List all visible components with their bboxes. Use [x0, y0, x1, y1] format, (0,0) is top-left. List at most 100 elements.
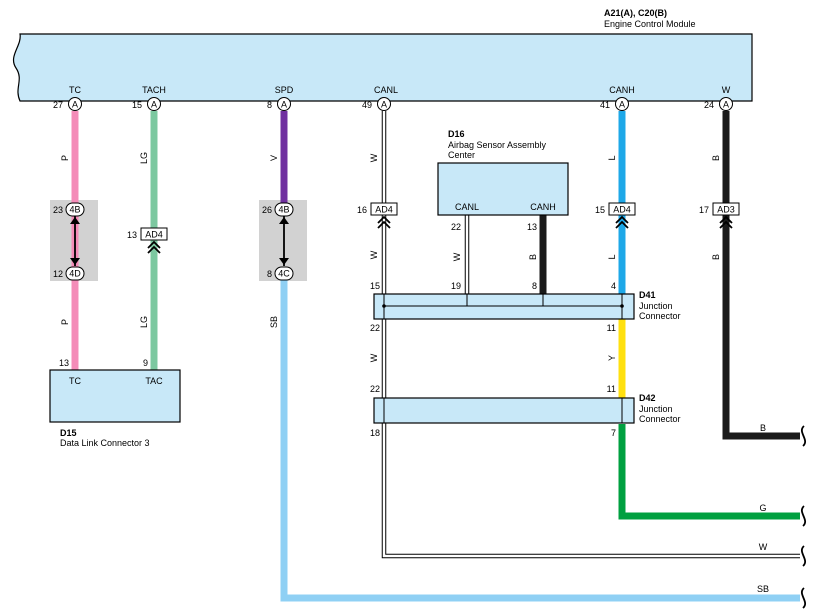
svg-text:17: 17 [699, 205, 709, 215]
svg-text:22: 22 [451, 222, 461, 232]
svg-text:15: 15 [370, 281, 380, 291]
svg-text:Connector: Connector [639, 311, 681, 321]
ecm-pin-label-tc: TC [69, 85, 81, 95]
wire-canl-inner [382, 111, 800, 558]
svg-text:Y: Y [607, 355, 617, 361]
svg-text:41: 41 [600, 100, 610, 110]
svg-text:L: L [607, 155, 617, 160]
svg-text:8: 8 [267, 269, 272, 279]
svg-text:D42: D42 [639, 393, 656, 403]
svg-text:8: 8 [532, 281, 537, 291]
wire-g [618, 424, 800, 520]
svg-text:49: 49 [362, 100, 372, 110]
wires [71, 111, 800, 602]
svg-text:9: 9 [143, 358, 148, 368]
svg-text:W: W [452, 252, 462, 261]
svg-text:AD4: AD4 [375, 205, 393, 215]
canl-ad4-connector: AD4 16 [357, 202, 398, 229]
svg-text:LG: LG [139, 316, 149, 328]
spd-inline-connector: 4B 26 4C 8 [262, 202, 294, 281]
svg-text:18: 18 [370, 428, 380, 438]
svg-text:4B: 4B [69, 205, 80, 215]
ecm-module: A21(A), C20(B) Engine Control Module TC … [12, 8, 753, 102]
svg-text:13: 13 [127, 230, 137, 240]
svg-text:TC: TC [69, 376, 81, 386]
wire-break-marks [800, 425, 807, 609]
svg-text:D15: D15 [60, 428, 77, 438]
wire-spd-lower [280, 279, 800, 602]
svg-text:15: 15 [132, 100, 142, 110]
tc-inline-connector: 4B 23 4D 12 [53, 202, 85, 281]
svg-text:27: 27 [53, 100, 63, 110]
svg-text:Data Link Connector 3: Data Link Connector 3 [60, 438, 150, 448]
svg-text:L: L [607, 254, 617, 259]
tach-ad4-connector: AD4 13 [127, 227, 168, 254]
ecm-pin-label-spd: SPD [275, 85, 294, 95]
svg-text:22: 22 [370, 323, 380, 333]
svg-text:11: 11 [607, 323, 616, 333]
svg-text:A: A [723, 100, 729, 110]
svg-text:V: V [269, 155, 279, 161]
svg-text:W: W [369, 250, 379, 259]
svg-text:SB: SB [269, 316, 279, 328]
canh-ad4-connector: AD4 15 [595, 202, 636, 229]
svg-text:AD4: AD4 [613, 205, 631, 215]
ecm-code: A21(A), C20(B) [604, 8, 667, 18]
d16-airbag-sensor: D16 Airbag Sensor Assembly Center CANL C… [437, 129, 569, 232]
output-label-w: W [759, 542, 768, 552]
svg-text:A: A [281, 100, 287, 110]
ecm-pin-label-tach: TACH [142, 85, 166, 95]
ecm-pin-label-w: W [722, 85, 731, 95]
ecm-pins: A 27 A 15 A 8 A 49 A 41 A 24 [53, 97, 733, 111]
svg-text:12: 12 [53, 269, 63, 279]
svg-text:P: P [60, 319, 70, 325]
svg-text:W: W [369, 353, 379, 362]
svg-text:AD3: AD3 [717, 205, 735, 215]
svg-text:B: B [711, 254, 721, 260]
svg-text:24: 24 [704, 100, 714, 110]
ecm-name: Engine Control Module [604, 19, 696, 29]
svg-text:A: A [151, 100, 157, 110]
svg-text:Junction: Junction [639, 301, 673, 311]
svg-text:Center: Center [448, 150, 475, 160]
svg-text:Airbag Sensor Assembly: Airbag Sensor Assembly [448, 140, 547, 150]
d42-junction-connector: 22 11 18 7 D42 Junction Connector [370, 384, 681, 438]
svg-text:B: B [528, 254, 538, 260]
svg-text:13: 13 [59, 358, 69, 368]
svg-text:22: 22 [370, 384, 380, 394]
output-label-b: B [760, 423, 766, 433]
svg-text:W: W [369, 153, 379, 162]
ecm-pin-label-canl: CANL [374, 85, 398, 95]
svg-text:15: 15 [595, 205, 605, 215]
svg-text:4D: 4D [69, 269, 81, 279]
svg-text:4C: 4C [278, 269, 290, 279]
svg-text:23: 23 [53, 205, 63, 215]
svg-text:7: 7 [611, 428, 616, 438]
ecm-pin-label-canh: CANH [609, 85, 635, 95]
svg-text:AD4: AD4 [145, 230, 163, 240]
wire-w [722, 111, 800, 440]
wire-color-labels: P P LG LG V SB W W W W B L L Y B B [60, 152, 721, 362]
svg-text:Junction: Junction [639, 404, 673, 414]
svg-text:19: 19 [451, 281, 461, 291]
w-ad3-connector: AD3 17 [699, 202, 740, 229]
output-wire-labels: B G W SB [757, 423, 769, 594]
svg-text:CANH: CANH [530, 202, 556, 212]
d41-junction-connector: 15 19 8 4 22 11 D41 Junction Connector [370, 281, 681, 333]
svg-text:13: 13 [527, 222, 537, 232]
svg-text:A: A [72, 100, 78, 110]
svg-text:D16: D16 [448, 129, 465, 139]
output-label-g: G [759, 503, 766, 513]
svg-text:4B: 4B [278, 205, 289, 215]
svg-text:D41: D41 [639, 290, 656, 300]
svg-text:8: 8 [267, 100, 272, 110]
svg-text:16: 16 [357, 205, 367, 215]
d15-data-link-connector: TC TAC 13 9 D15 Data Link Connector 3 [49, 358, 181, 448]
svg-text:26: 26 [262, 205, 272, 215]
svg-text:A: A [619, 100, 625, 110]
output-label-sb: SB [757, 584, 769, 594]
svg-text:LG: LG [139, 152, 149, 164]
svg-text:A: A [381, 100, 387, 110]
svg-text:11: 11 [607, 384, 616, 394]
